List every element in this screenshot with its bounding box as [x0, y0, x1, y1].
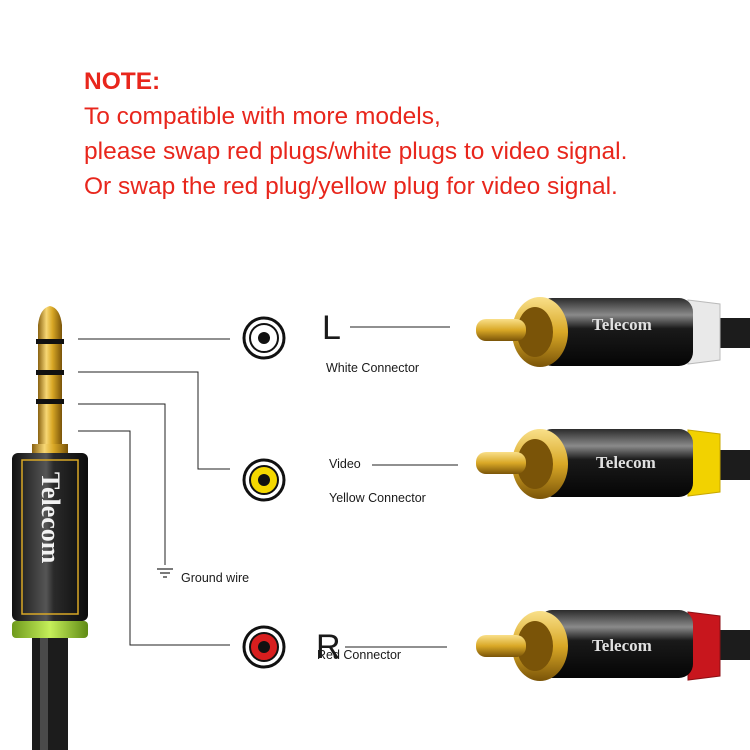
ground-wire-label: Ground wire — [181, 571, 250, 585]
rca-plug-yellow: Telecom — [476, 429, 750, 499]
white-connector-label: White Connector — [326, 361, 420, 375]
red-connector-label: Red Connector — [317, 648, 402, 662]
port-right-icon — [242, 625, 286, 669]
video-label: Video — [329, 457, 361, 471]
wire-video — [78, 371, 230, 470]
note-line-2: please swap red plugs/white plugs to vid… — [84, 138, 628, 165]
plug-red-brand: Telecom — [592, 636, 652, 655]
note-heading: NOTE: — [84, 68, 161, 95]
port-left-icon — [242, 316, 286, 360]
wire-ground — [78, 403, 166, 565]
right-channel-letter: R — [316, 628, 341, 666]
port-video-icon — [242, 458, 286, 502]
note-line-3: Or swap the red plug/yellow plug for vid… — [84, 173, 618, 200]
left-channel-letter: L — [322, 309, 341, 347]
yellow-connector-label: Yellow Connector — [329, 491, 426, 505]
jack-brand: Telecom — [36, 472, 65, 564]
jack-cable — [32, 636, 68, 750]
note-line-1: To compatible with more models, — [84, 103, 441, 130]
plug-yellow-brand: Telecom — [596, 453, 656, 472]
rca-plug-white: Telecom — [476, 297, 750, 367]
note-block: NOTE: To compatible with more models, pl… — [84, 64, 627, 204]
jack-tip — [38, 306, 62, 325]
jack-band — [12, 621, 88, 638]
rca-plug-red: Telecom — [476, 610, 750, 681]
trrs-jack: Telecom — [12, 306, 88, 750]
plug-white-brand: Telecom — [592, 315, 652, 334]
wire-right — [78, 430, 230, 646]
jack-body — [12, 453, 88, 621]
ground-icon — [157, 568, 173, 578]
wire-lines — [78, 326, 458, 648]
